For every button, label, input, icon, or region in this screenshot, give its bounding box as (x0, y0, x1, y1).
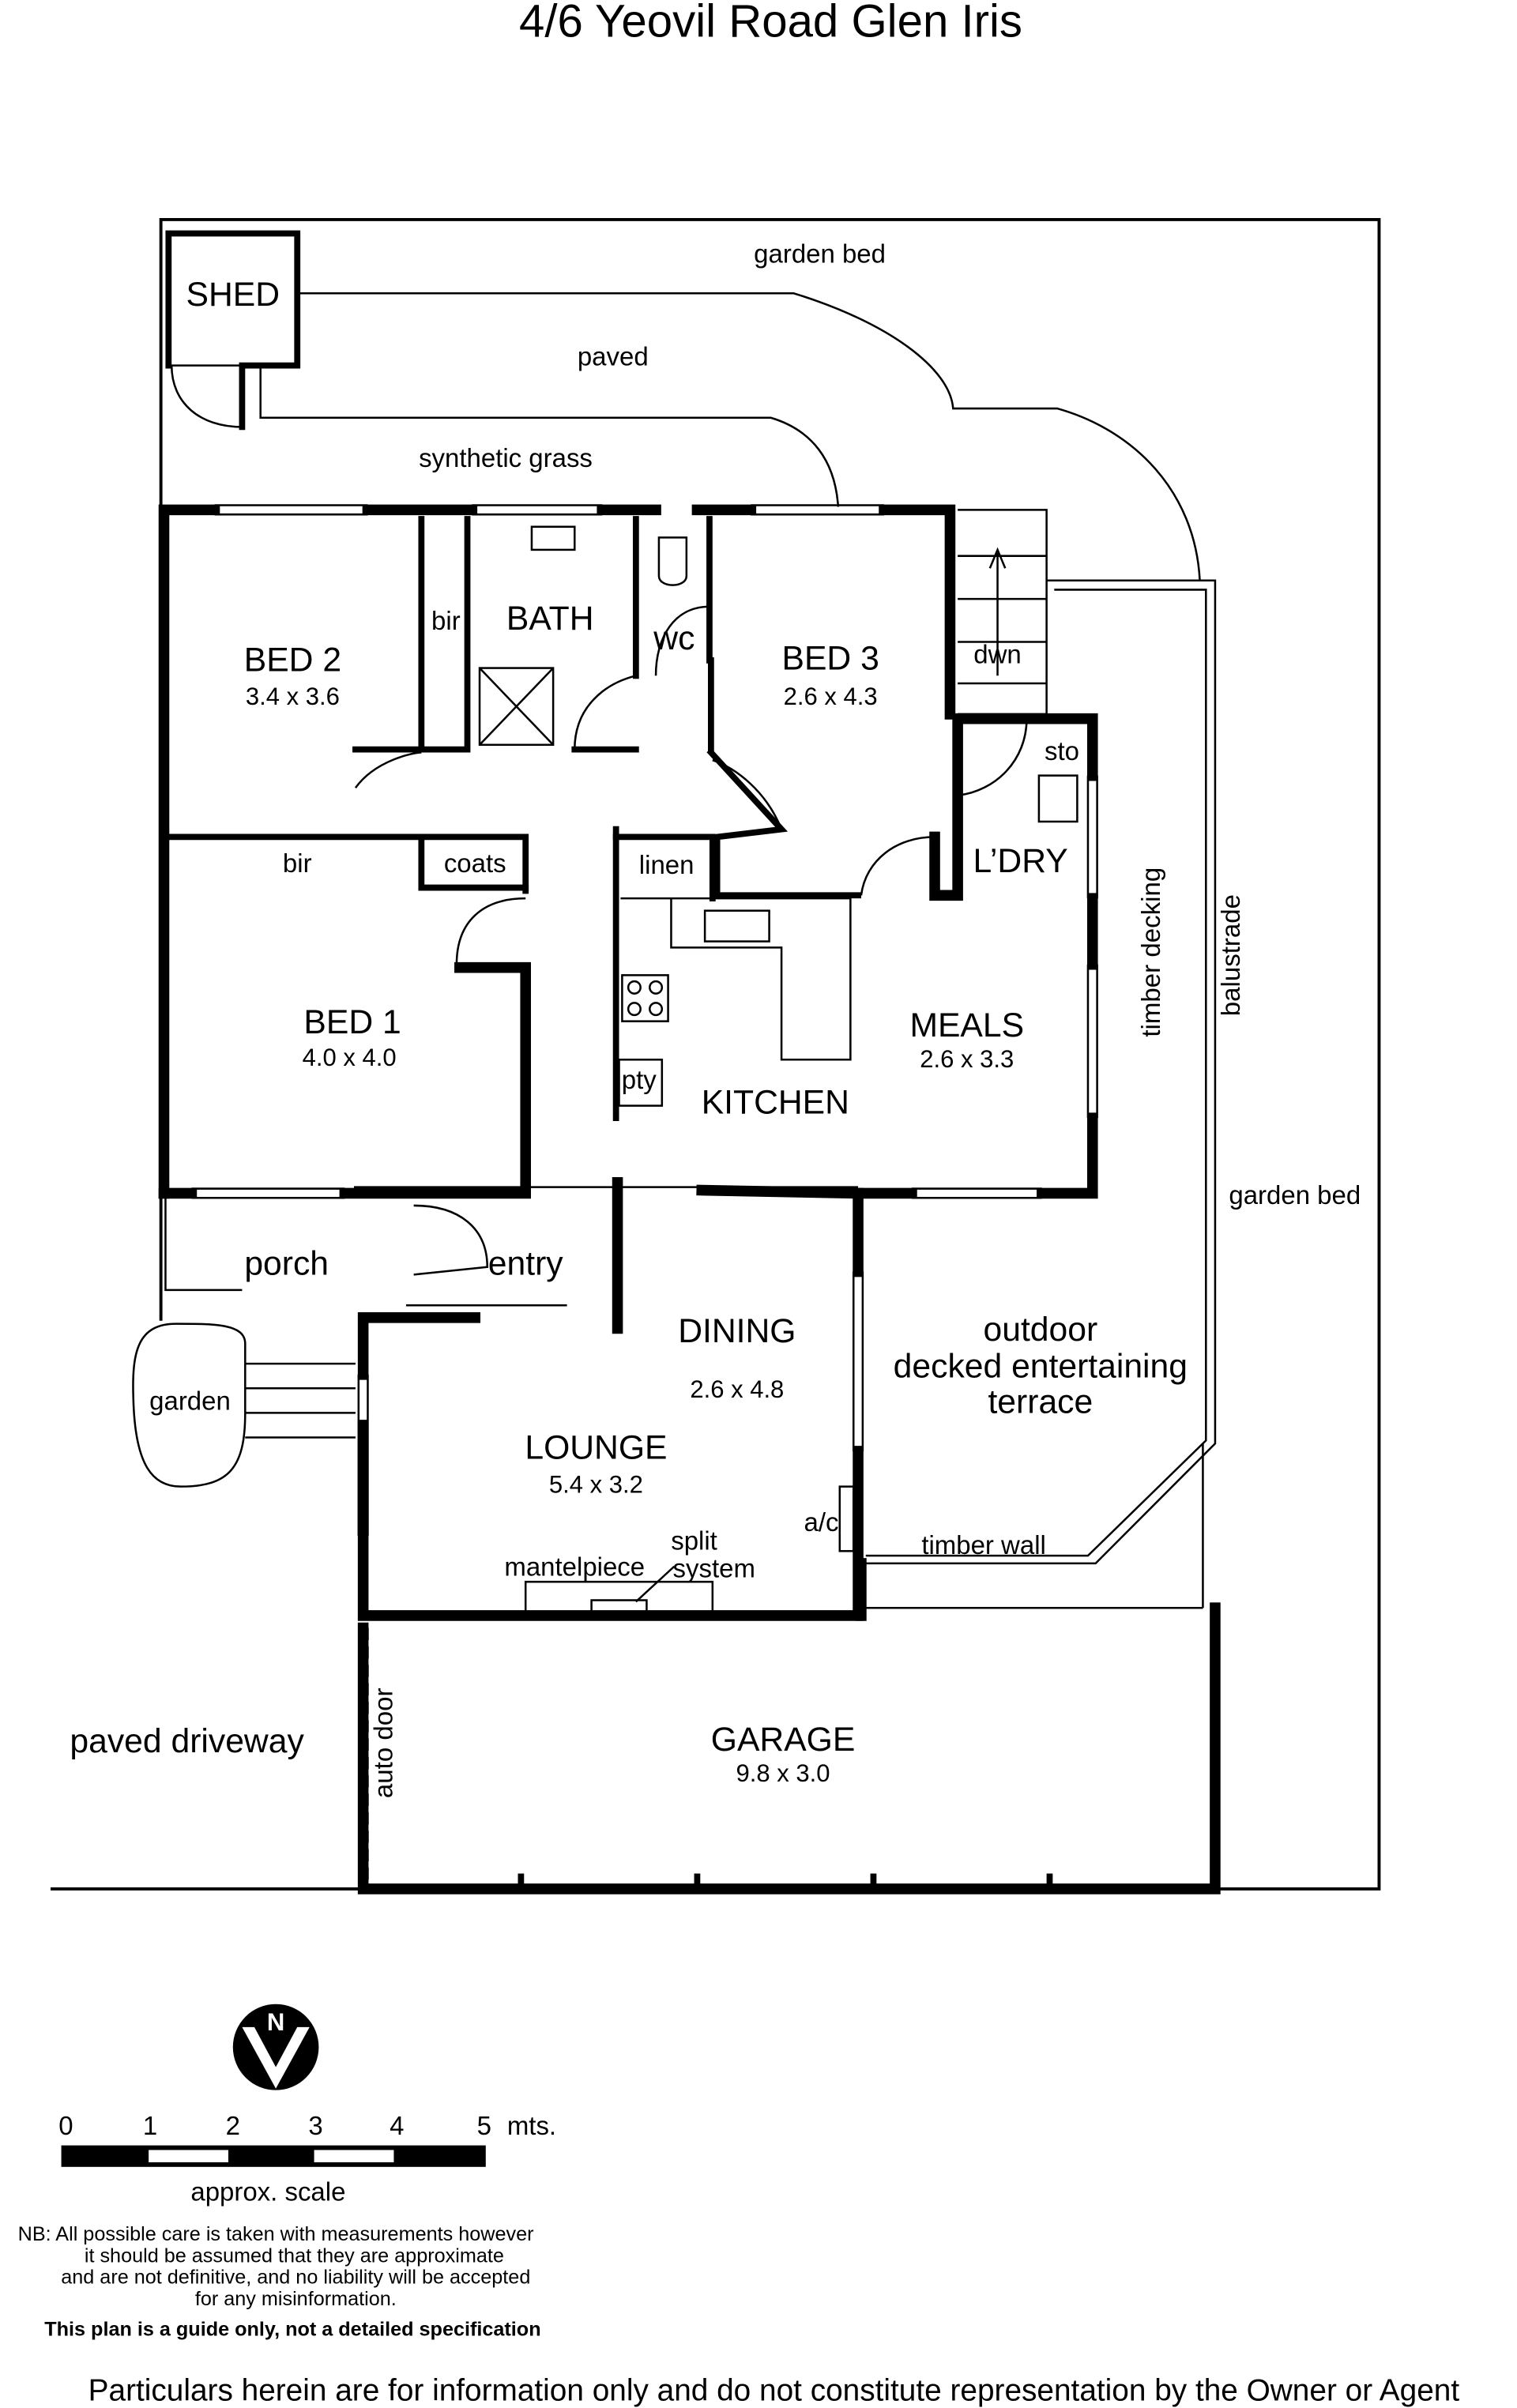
meals-name: MEALS (909, 1006, 1024, 1044)
lot-boundary (51, 218, 1381, 1891)
outdoor-label-1: outdoor (984, 1311, 1098, 1349)
coats-label: coats (444, 848, 506, 878)
bir-bed2-label: bir (431, 606, 461, 635)
garden-bed-top-label: garden bed (754, 239, 886, 268)
scale-tick-1: 1 (143, 2111, 157, 2140)
garden-label: garden (149, 1386, 231, 1415)
sto-label: sto (1045, 736, 1079, 766)
bed1-dims: 4.0 x 4.0 (303, 1044, 397, 1071)
bed3-name: BED 3 (782, 639, 879, 677)
dwn-label: dwn (973, 640, 1021, 669)
scale-unit: mts. (507, 2111, 556, 2140)
disclaimer: NB: All possible care is taken with meas… (18, 2223, 541, 2341)
bed1-name: BED 1 (303, 1003, 401, 1041)
entry-label: entry (488, 1244, 563, 1282)
system-label: system (673, 1553, 755, 1582)
dining-name: DINING (678, 1312, 796, 1350)
mantelpiece-label: mantelpiece (504, 1552, 645, 1581)
balustrade-label: balustrade (1216, 894, 1245, 1016)
garden-bed-right-label: garden bed (1229, 1180, 1361, 1210)
compass-letter: N (267, 2008, 284, 2036)
bed2-name: BED 2 (244, 641, 341, 679)
outdoor-label-3: terrace (988, 1383, 1093, 1420)
timber-wall-label: timber wall (921, 1530, 1046, 1560)
shed-label: SHED (186, 276, 280, 314)
disclaimer-line-4: for any misinformation. (195, 2288, 397, 2310)
footer-text: Particulars herein are for information o… (88, 2373, 1460, 2407)
scale-tick-0: 0 (58, 2111, 73, 2140)
garage-name: GARAGE (711, 1721, 856, 1759)
disclaimer-line-1: NB: All possible care is taken with meas… (18, 2223, 534, 2245)
laundry-label: L’DRY (973, 842, 1068, 880)
synthetic-grass-label: synthetic grass (419, 443, 593, 472)
lounge-dims: 5.4 x 3.2 (549, 1470, 643, 1498)
porch-label: porch (244, 1244, 329, 1282)
scale-caption: approx. scale (190, 2177, 345, 2207)
dining-dims: 2.6 x 4.8 (690, 1375, 784, 1403)
north-compass-icon: N (232, 2004, 319, 2090)
pantry-label: pty (622, 1065, 657, 1094)
disclaimer-line-3: and are not definitive, and no liability… (61, 2267, 530, 2289)
area-labels: garden bed paved synthetic grass bir BAT… (70, 239, 1361, 1798)
windows-fixtures (191, 504, 1098, 1892)
wc-label: wc (653, 619, 695, 657)
meals-dims: 2.6 x 3.3 (920, 1045, 1014, 1073)
landscape-lines (132, 292, 1217, 1609)
scale-tick-2: 2 (226, 2111, 240, 2140)
outdoor-label-2: decked entertaining (894, 1348, 1188, 1386)
garage-dims: 9.8 x 3.0 (736, 1759, 830, 1787)
bed3-dims: 2.6 x 4.3 (784, 683, 878, 710)
kitchen-label: KITCHEN (702, 1083, 849, 1121)
auto-door-label: auto door (369, 1687, 398, 1798)
shed: SHED (165, 230, 301, 431)
linen-label: linen (639, 850, 695, 879)
house-walls (158, 504, 1221, 1894)
scale-tick-3: 3 (308, 2111, 322, 2140)
bed2-dims: 3.4 x 3.6 (246, 683, 340, 710)
paved-driveway-label: paved driveway (70, 1722, 304, 1760)
disclaimer-line-2: it should be assumed that they are appro… (85, 2244, 504, 2267)
scale-bar: 0 1 2 3 4 5 mts. approx. scale (58, 2111, 556, 2207)
bir-bed1-label: bir (283, 848, 312, 878)
bath-label: BATH (506, 600, 594, 638)
disclaimer-bold: This plan is a guide only, not a detaile… (44, 2319, 540, 2341)
scale-tick-4: 4 (390, 2111, 404, 2140)
lounge-name: LOUNGE (525, 1429, 667, 1467)
split-label: split (671, 1526, 717, 1555)
scale-tick-5: 5 (477, 2111, 491, 2140)
timber-decking-label: timber decking (1136, 867, 1165, 1037)
paved-label: paved (578, 342, 649, 371)
ac-label: a/c (804, 1507, 839, 1537)
plan-title: 4/6 Yeovil Road Glen Iris (519, 0, 1022, 47)
